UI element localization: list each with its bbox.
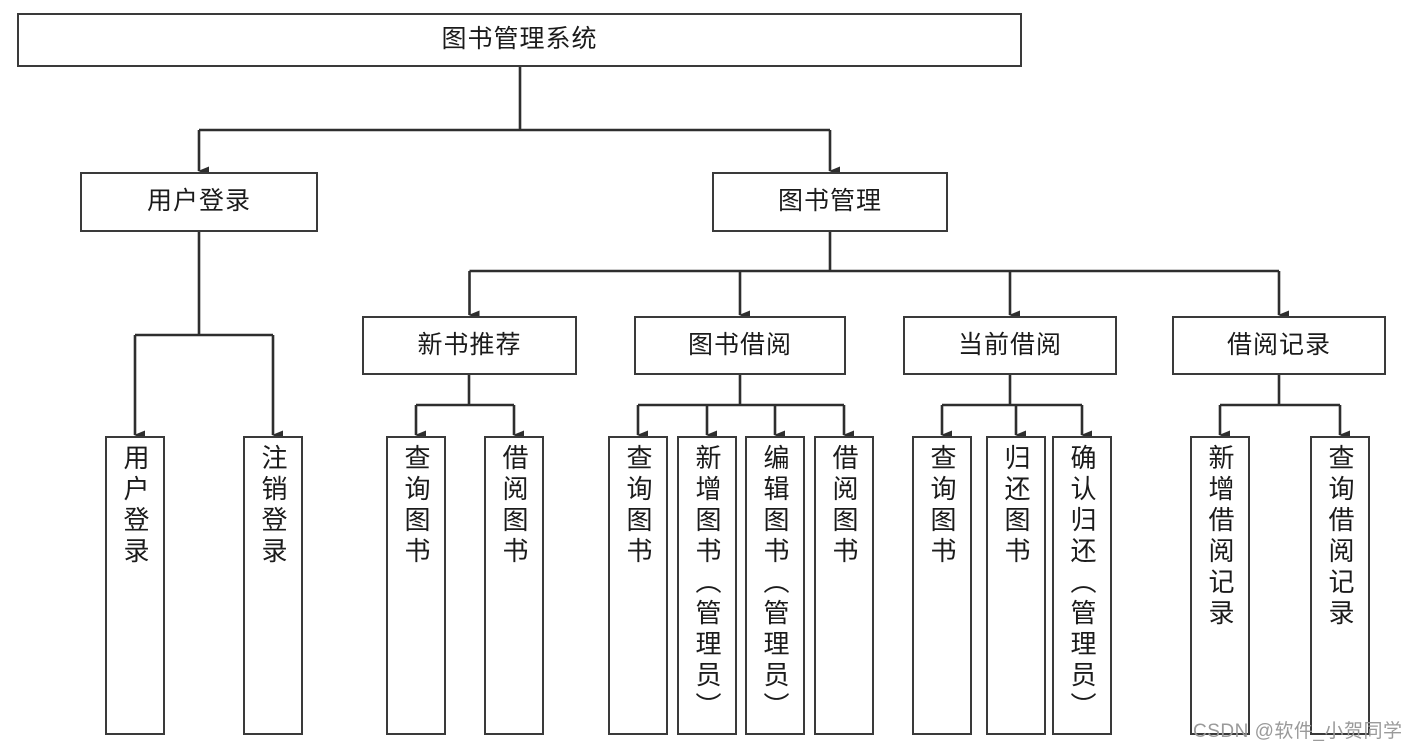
node-label-borrow-record: 借阅记录 bbox=[1226, 330, 1331, 359]
node-leaf-add-record[interactable]: 新增借阅记录 bbox=[1190, 436, 1250, 735]
node-leaf-borrow-book-2[interactable]: 借阅图书 bbox=[814, 436, 874, 735]
node-leaf-query-book-3[interactable]: 查询图书 bbox=[912, 436, 972, 735]
node-leaf-logout[interactable]: 注销登录 bbox=[243, 436, 303, 735]
node-label-leaf-query-record: 查询借阅记录 bbox=[1325, 444, 1355, 630]
node-label-leaf-return-book: 归还图书 bbox=[1001, 444, 1031, 568]
node-book-borrow[interactable]: 图书借阅 bbox=[634, 316, 846, 375]
node-borrow-record[interactable]: 借阅记录 bbox=[1172, 316, 1386, 375]
node-leaf-query-book-1[interactable]: 查询图书 bbox=[386, 436, 446, 735]
node-leaf-borrow-book-1[interactable]: 借阅图书 bbox=[484, 436, 544, 735]
node-user-login[interactable]: 用户登录 bbox=[80, 172, 318, 232]
node-label-leaf-borrow-book-2: 借阅图书 bbox=[829, 444, 859, 568]
node-label-leaf-logout: 注销登录 bbox=[258, 444, 288, 568]
node-new-book-recommend[interactable]: 新书推荐 bbox=[362, 316, 577, 375]
node-label-user-login: 用户登录 bbox=[146, 187, 251, 216]
node-leaf-query-book-2[interactable]: 查询图书 bbox=[608, 436, 668, 735]
node-label-leaf-borrow-book-1: 借阅图书 bbox=[499, 444, 529, 568]
node-label-book-borrow: 图书借阅 bbox=[687, 330, 792, 359]
node-leaf-return-book[interactable]: 归还图书 bbox=[986, 436, 1046, 735]
node-label-leaf-query-book-2: 查询图书 bbox=[623, 444, 653, 568]
node-leaf-add-book[interactable]: 新增图书（管理员） bbox=[677, 436, 737, 735]
node-current-borrow[interactable]: 当前借阅 bbox=[903, 316, 1117, 375]
node-label-leaf-add-record: 新增借阅记录 bbox=[1205, 444, 1235, 630]
node-leaf-confirm-return[interactable]: 确认归还（管理员） bbox=[1052, 436, 1112, 735]
node-label-leaf-user-login: 用户登录 bbox=[120, 444, 150, 568]
node-label-leaf-query-book-1: 查询图书 bbox=[401, 444, 431, 568]
node-label-leaf-edit-book: 编辑图书（管理员） bbox=[760, 444, 790, 723]
node-label-leaf-add-book: 新增图书（管理员） bbox=[692, 444, 722, 723]
node-book-manage[interactable]: 图书管理 bbox=[712, 172, 948, 232]
node-label-new-book-recommend: 新书推荐 bbox=[417, 330, 522, 359]
node-root[interactable]: 图书管理系统 bbox=[17, 13, 1022, 67]
node-label-current-borrow: 当前借阅 bbox=[957, 330, 1062, 359]
node-leaf-edit-book[interactable]: 编辑图书（管理员） bbox=[745, 436, 805, 735]
node-leaf-user-login[interactable]: 用户登录 bbox=[105, 436, 165, 735]
node-label-root: 图书管理系统 bbox=[441, 25, 598, 54]
node-label-book-manage: 图书管理 bbox=[777, 187, 882, 216]
node-label-leaf-query-book-3: 查询图书 bbox=[927, 444, 957, 568]
node-leaf-query-record[interactable]: 查询借阅记录 bbox=[1310, 436, 1370, 735]
node-label-leaf-confirm-return: 确认归还（管理员） bbox=[1067, 444, 1097, 723]
